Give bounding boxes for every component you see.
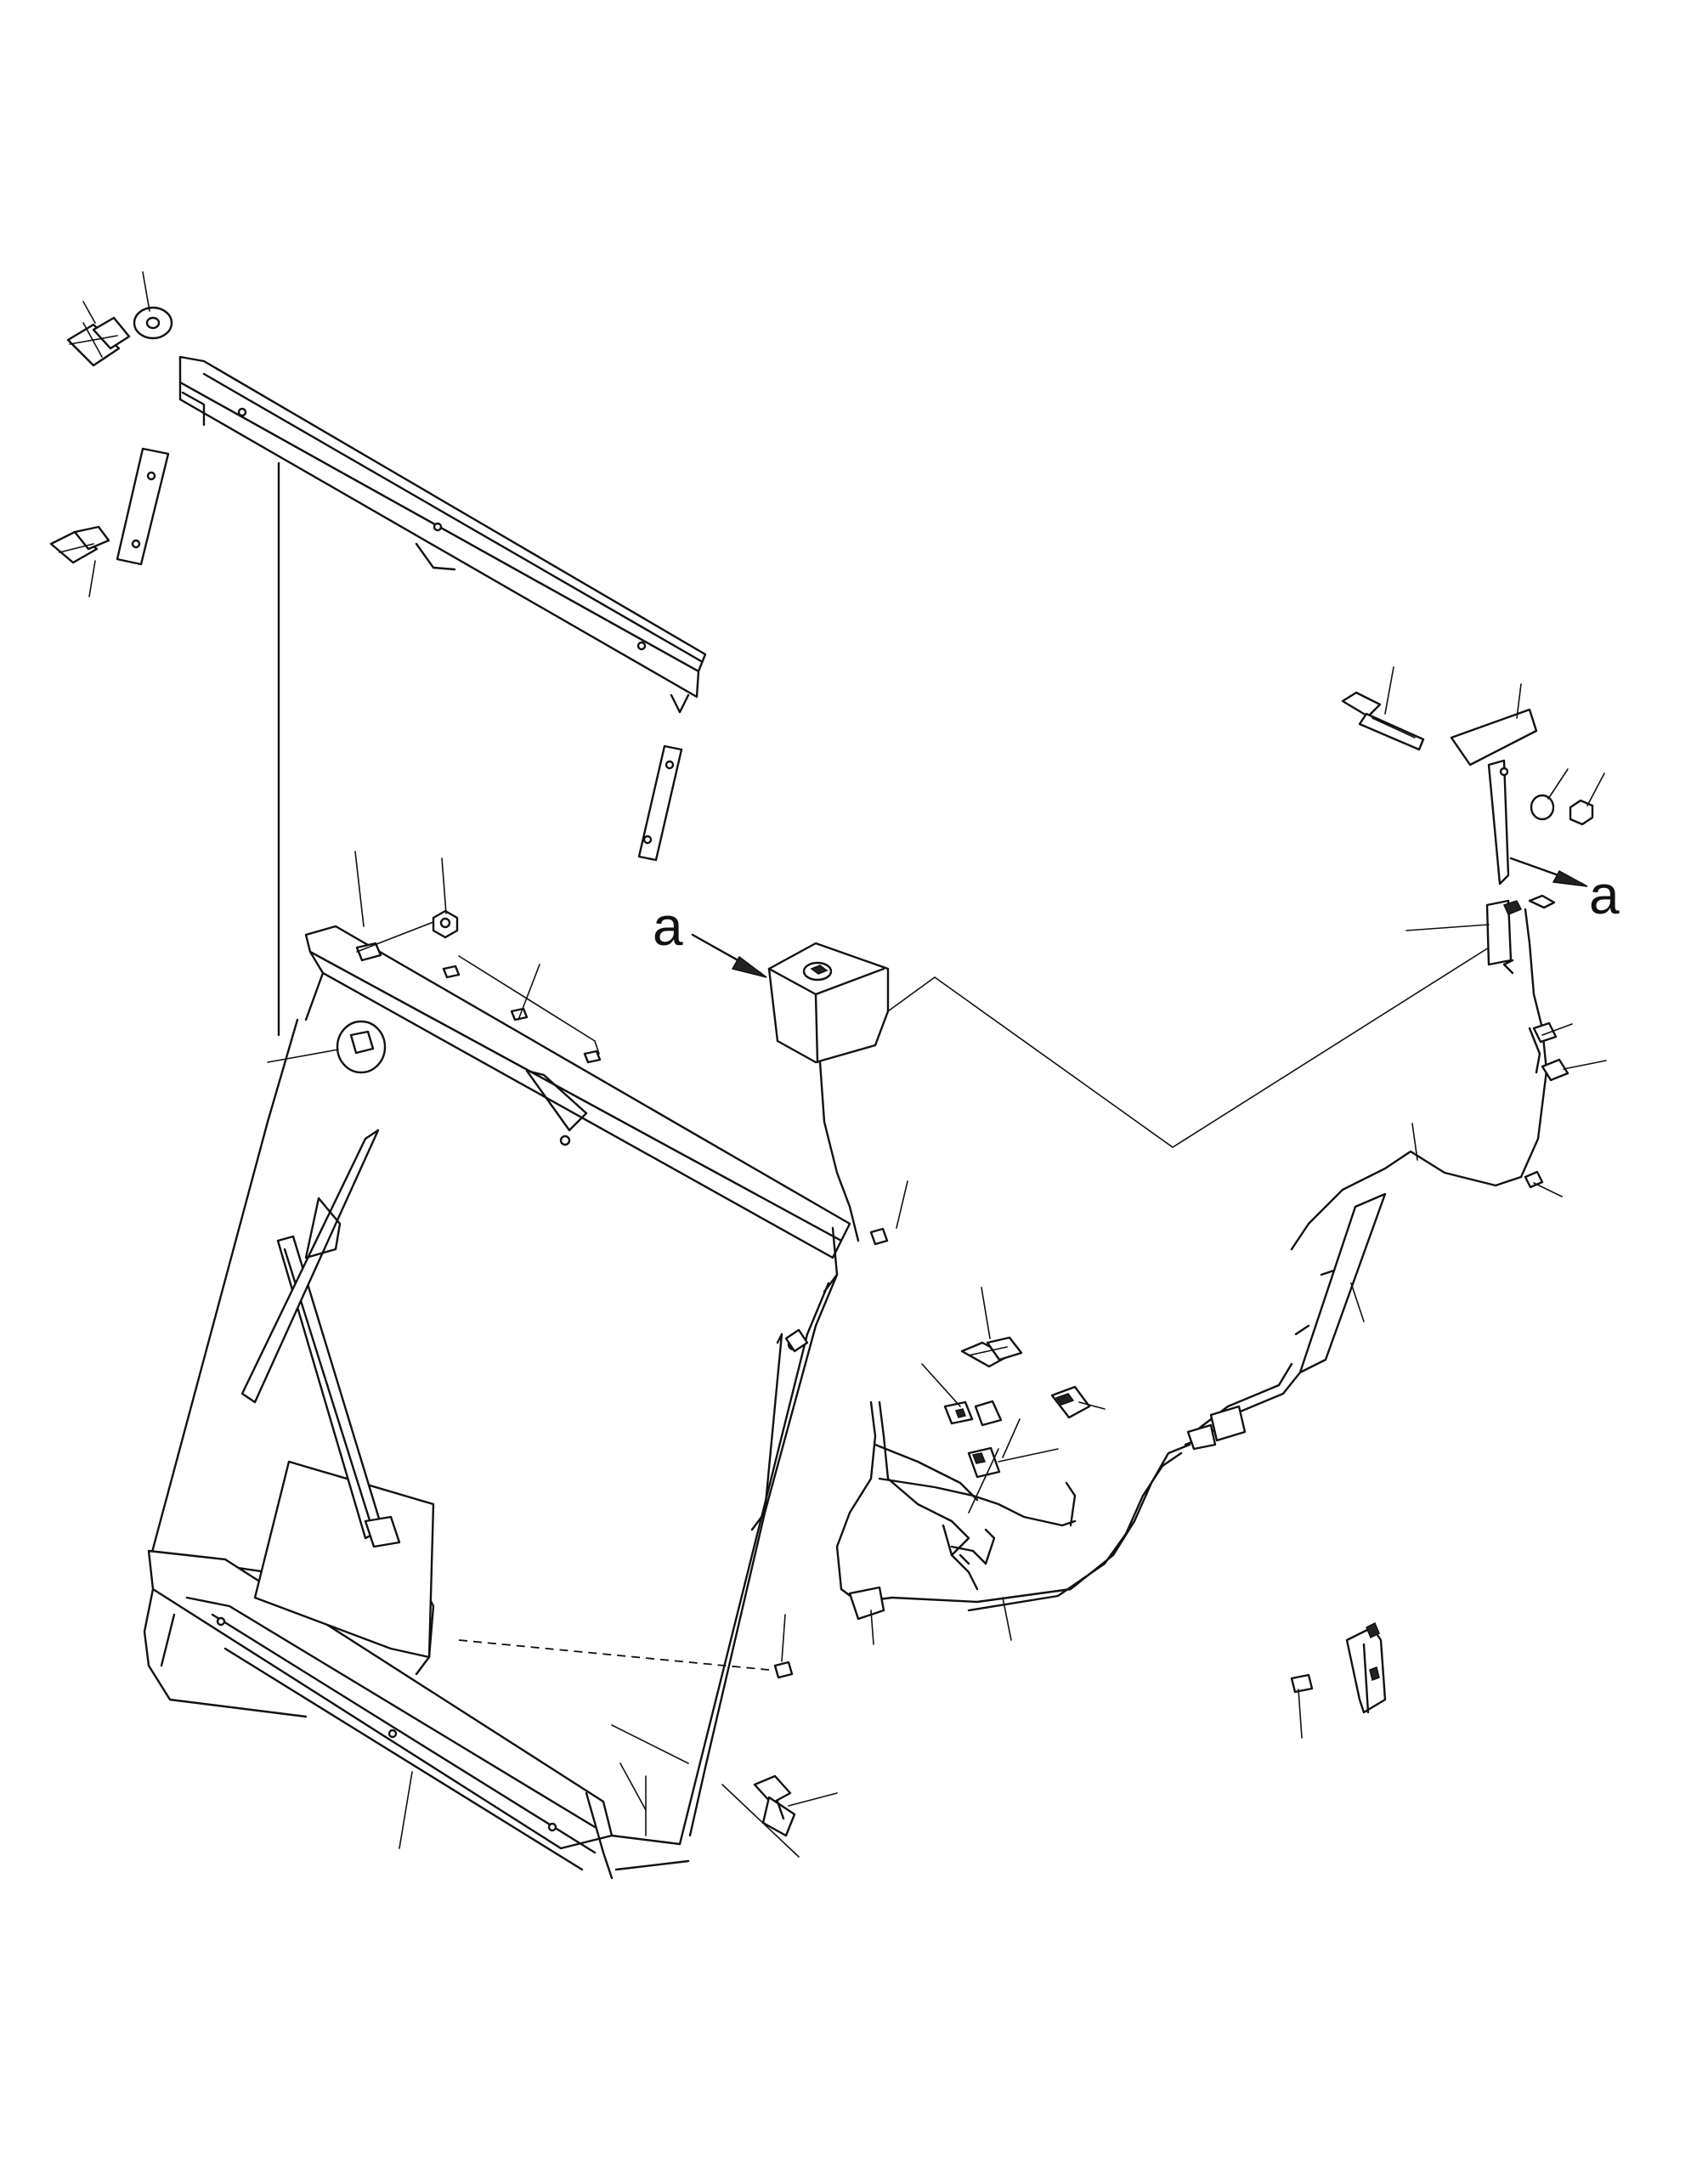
hose-connector — [1186, 1405, 1247, 1451]
hose-joint-2 — [1541, 1058, 1569, 1082]
tank-hose — [818, 1061, 860, 1242]
bracket-washer — [1530, 794, 1555, 821]
top-left-washer — [133, 306, 173, 340]
harness-assembly — [835, 1400, 1077, 1604]
hose-sleeve — [1294, 1192, 1387, 1374]
leader-lines — [82, 271, 1607, 1858]
center-bolt — [960, 1336, 1023, 1368]
lower-left-bolt — [49, 525, 110, 564]
washer-nut — [432, 909, 459, 939]
hose-joint-3 — [1524, 1170, 1544, 1189]
long-bolt — [1341, 691, 1425, 751]
nozzle-bracket — [1485, 894, 1556, 975]
nozzle-clip — [355, 942, 382, 962]
relay-block — [967, 1446, 1001, 1479]
washer-tank — [767, 942, 890, 1064]
small-clip — [1290, 1673, 1314, 1694]
top-left-bolt — [66, 316, 131, 367]
view-label-right: a — [1589, 864, 1620, 925]
view-arrow-left — [691, 933, 767, 978]
bottom-bolt — [753, 1774, 796, 1837]
right-hose — [1290, 908, 1548, 1251]
hose-joint-1 — [1532, 1021, 1558, 1044]
window-frame — [143, 925, 851, 1880]
clip-row — [442, 955, 602, 1064]
left-strap-bracket — [116, 447, 170, 566]
wiper-assembly — [240, 1129, 401, 1548]
lower-right-bracket — [1345, 1621, 1387, 1714]
view-label-left: a — [653, 896, 683, 957]
center-strap-bracket — [637, 744, 683, 862]
view-arrow-right — [1509, 857, 1588, 887]
grommet — [336, 1020, 387, 1074]
mount-bracket — [1450, 708, 1538, 885]
dowel-pin — [773, 1661, 794, 1679]
upper-header-rail — [178, 355, 707, 714]
connector-cap — [1050, 1385, 1091, 1419]
bracket-nut — [1569, 799, 1594, 826]
connector-pair — [943, 1400, 1003, 1427]
harness-clamp — [848, 1586, 885, 1621]
hose-clip-small — [869, 1227, 889, 1246]
